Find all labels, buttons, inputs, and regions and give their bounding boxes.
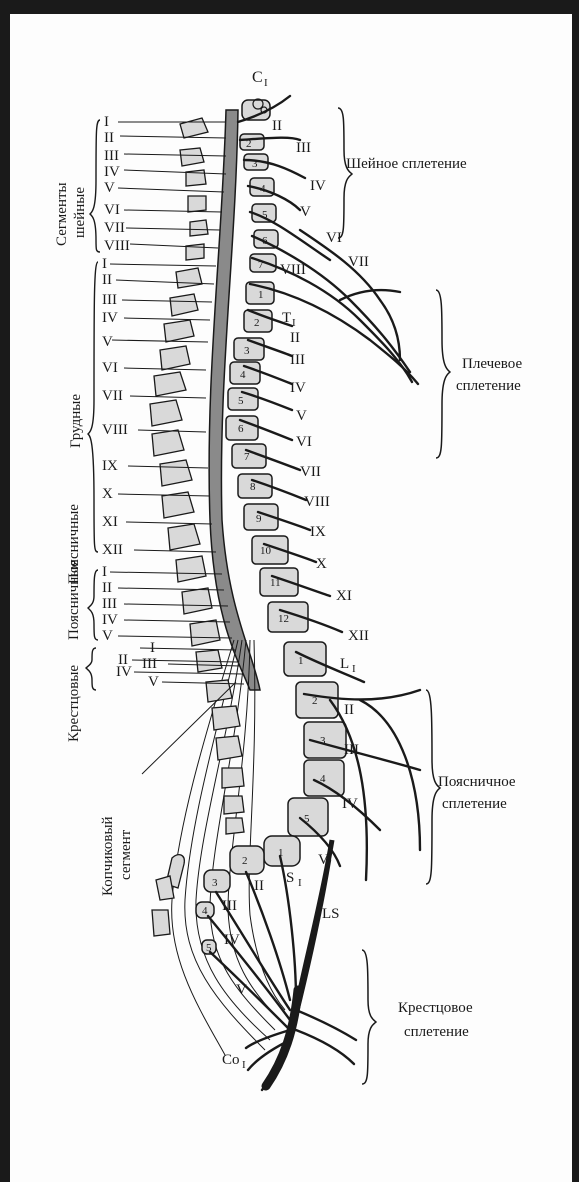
svg-text:9: 9 <box>256 513 262 525</box>
c1-label: C <box>252 69 263 86</box>
svg-text:Co: Co <box>222 1052 240 1068</box>
svg-text:XII: XII <box>102 542 123 558</box>
svg-text:X: X <box>316 556 327 572</box>
svg-text:III: III <box>104 148 119 164</box>
svg-text:IV: IV <box>104 164 120 180</box>
svg-text:I: I <box>102 564 107 580</box>
c1-label-sub: I <box>264 77 268 89</box>
cervical-segments-label-1: Сегменты <box>54 182 70 246</box>
svg-text:L: L <box>340 656 349 672</box>
svg-text:V: V <box>102 334 113 350</box>
svg-text:7: 7 <box>244 451 250 463</box>
svg-text:III: III <box>296 140 311 156</box>
svg-text:LS: LS <box>322 906 340 922</box>
svg-text:V: V <box>300 204 311 220</box>
svg-text:IV: IV <box>342 796 358 812</box>
svg-text:VII: VII <box>104 220 125 236</box>
svg-text:V: V <box>148 674 159 690</box>
coccygeal-label-2: сегмент <box>118 829 134 880</box>
svg-text:II: II <box>102 272 112 288</box>
svg-text:I: I <box>150 640 155 656</box>
sacral-plexus-label-2: сплетение <box>404 1024 469 1040</box>
svg-text:VII: VII <box>300 464 321 480</box>
svg-text:IV: IV <box>310 178 326 194</box>
svg-text:3: 3 <box>244 345 250 357</box>
svg-text:I: I <box>102 256 107 272</box>
svg-text:3: 3 <box>212 877 218 889</box>
svg-text:III: III <box>344 742 359 758</box>
lumbar-segments-label: Поясничные <box>66 560 82 640</box>
svg-text:VI: VI <box>296 434 312 450</box>
svg-text:2: 2 <box>254 317 260 329</box>
svg-text:1: 1 <box>298 655 304 667</box>
svg-text:1: 1 <box>258 289 264 301</box>
svg-text:V: V <box>318 852 329 868</box>
svg-text:II: II <box>272 118 282 134</box>
svg-text:IV: IV <box>224 932 240 948</box>
svg-text:III: III <box>102 596 117 612</box>
coccygeal-label-1: Копчиковый <box>100 816 116 896</box>
svg-text:I: I <box>104 114 109 130</box>
svg-text:T: T <box>282 310 291 326</box>
svg-text:4: 4 <box>240 369 246 381</box>
svg-text:VII: VII <box>348 254 369 270</box>
svg-text:III: III <box>222 898 237 914</box>
svg-text:6: 6 <box>238 423 244 435</box>
svg-text:2: 2 <box>242 855 248 867</box>
svg-text:XI: XI <box>102 514 118 530</box>
svg-text:X: X <box>102 486 113 502</box>
svg-text:IX: IX <box>102 458 118 474</box>
cervical-segments-label-2: шейные <box>72 187 88 238</box>
cervical-plexus-label: Шейное сплетение <box>346 156 467 172</box>
svg-text:III: III <box>102 292 117 308</box>
svg-text:V: V <box>102 628 113 644</box>
svg-text:VIII: VIII <box>102 422 128 438</box>
svg-text:S: S <box>286 870 294 886</box>
svg-text:XI: XI <box>336 588 352 604</box>
svg-text:5: 5 <box>238 395 244 407</box>
svg-text:I: I <box>352 663 356 675</box>
svg-text:I: I <box>242 1059 246 1071</box>
svg-text:II: II <box>344 702 354 718</box>
svg-text:XII: XII <box>348 628 369 644</box>
svg-text:V: V <box>236 982 247 998</box>
svg-text:II: II <box>102 580 112 596</box>
brachial-plexus-label-2: сплетение <box>456 378 521 394</box>
svg-text:8: 8 <box>250 481 256 493</box>
svg-text:IV: IV <box>102 310 118 326</box>
svg-text:4: 4 <box>202 905 208 917</box>
svg-text:III: III <box>142 656 157 672</box>
lumbar-plexus-label-1: Поясничное <box>438 774 516 790</box>
svg-text:I: I <box>298 877 302 889</box>
brachial-plexus-label-1: Плечевое <box>462 356 522 372</box>
svg-text:VII: VII <box>102 388 123 404</box>
svg-text:IV: IV <box>116 664 132 680</box>
svg-text:VI: VI <box>102 360 118 376</box>
svg-text:V: V <box>104 180 115 196</box>
sacral-label: Крестцовые <box>66 665 82 742</box>
thoracic-label: Грудные <box>68 394 84 448</box>
svg-text:I: I <box>292 317 296 329</box>
svg-text:IV: IV <box>290 380 306 396</box>
svg-text:IV: IV <box>102 612 118 628</box>
svg-text:V: V <box>296 408 307 424</box>
svg-text:VI: VI <box>104 202 120 218</box>
svg-text:VIII: VIII <box>104 238 130 254</box>
svg-text:III: III <box>290 352 305 368</box>
svg-text:II: II <box>290 330 300 346</box>
sacral-plexus-label-1: Крестцовое <box>398 1000 473 1016</box>
lumbar-plexus-label-2: сплетение <box>442 796 507 812</box>
svg-text:12: 12 <box>278 613 289 625</box>
svg-text:VIII: VIII <box>304 494 330 510</box>
svg-text:II: II <box>254 878 264 894</box>
svg-text:VIII: VIII <box>280 262 306 278</box>
svg-text:VI: VI <box>326 230 342 246</box>
svg-text:IX: IX <box>310 524 326 540</box>
svg-text:II: II <box>104 130 114 146</box>
